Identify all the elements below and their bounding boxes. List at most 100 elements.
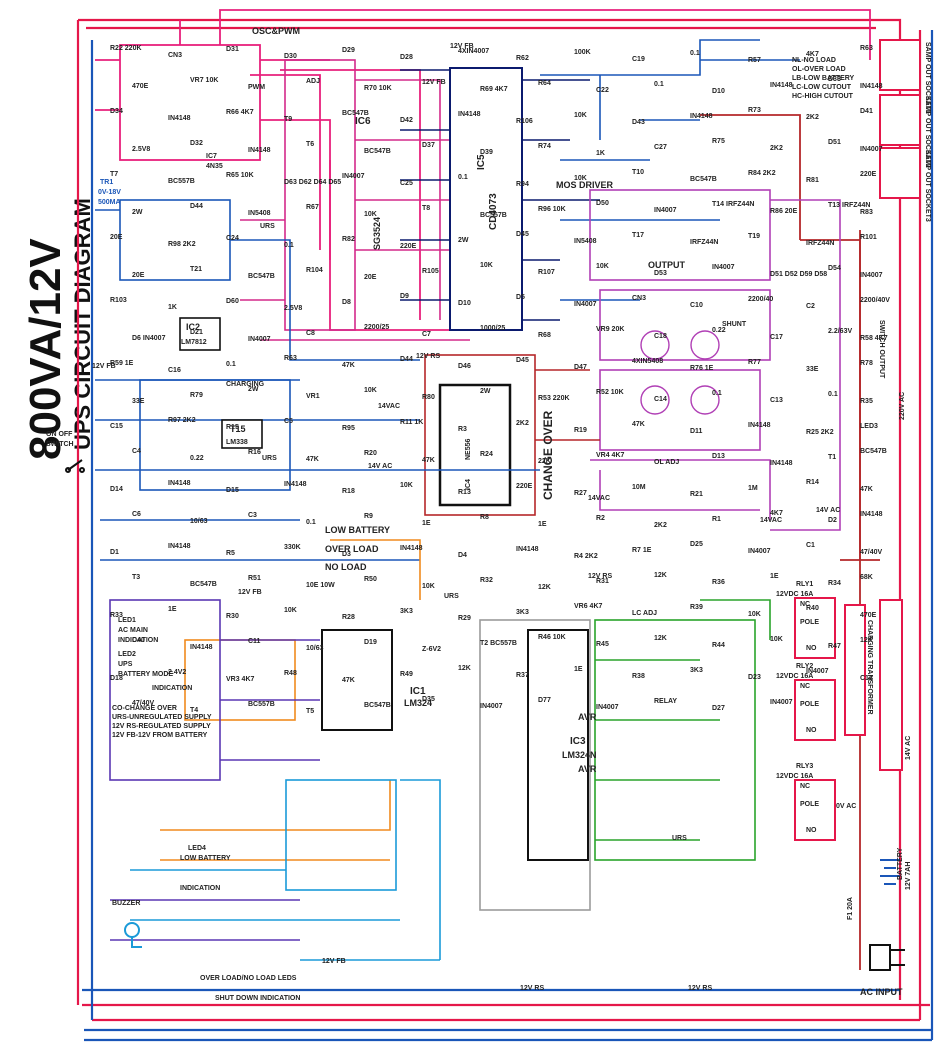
component-label: 12K	[654, 572, 667, 579]
component-label: 0.22	[190, 455, 204, 462]
on-off-label: ON OFF	[46, 431, 73, 438]
component-label: 1M	[748, 485, 758, 492]
relay-name: RLY1	[796, 581, 813, 588]
component-label: C22	[596, 87, 609, 94]
output-label: OUTPUT	[648, 260, 686, 270]
component-label: R9	[364, 513, 373, 520]
tr1-spec: 0V-18V	[98, 189, 121, 196]
component-label: VR9 20K	[596, 326, 624, 333]
component-label: D21	[190, 329, 203, 336]
socket-label: SAMP OUT SOCKET1	[924, 42, 931, 114]
component-label: C7	[422, 331, 431, 338]
component-label: R73	[748, 107, 761, 114]
component-label: 1E	[574, 666, 583, 673]
component-label: C11	[248, 638, 261, 645]
wire-urs-2: URS	[262, 455, 277, 462]
component-label: R78	[860, 360, 873, 367]
component-label: R63	[860, 45, 873, 52]
component-label: 47K	[342, 362, 355, 369]
component-label: 47K	[422, 457, 435, 464]
component-label: BC547B	[364, 148, 391, 155]
wire-14vac-3: 14VAC	[760, 517, 782, 524]
sockets	[879, 39, 921, 199]
component-label: R37	[516, 672, 529, 679]
component-label: C1	[806, 542, 815, 549]
component-label: BC547B	[690, 176, 717, 183]
component-label: C24	[226, 235, 239, 242]
component-label: 10K	[284, 607, 297, 614]
component-label: D53	[654, 270, 667, 277]
component-label: R96 10K	[538, 206, 566, 213]
relay-rating: 12VDC 16A	[776, 673, 813, 680]
component-label: 0.1	[690, 50, 700, 57]
component-label: 10E 10W	[306, 582, 335, 589]
component-label: R82	[342, 236, 355, 243]
relay-nc: NC	[800, 601, 810, 608]
component-label: 2.4V2	[168, 669, 186, 676]
relays	[794, 597, 836, 841]
component-label: 2W	[480, 388, 491, 395]
component-label: 2K2	[516, 420, 529, 427]
component-label: R86 20E	[770, 208, 798, 215]
component-label: 10M	[632, 484, 646, 491]
component-label: C13	[770, 397, 783, 404]
component-label: BC547B	[248, 273, 275, 280]
component-label: D9	[400, 293, 409, 300]
component-label: T3	[132, 574, 140, 581]
component-label: D43	[632, 119, 645, 126]
component-label: D47	[574, 364, 587, 371]
title-block: 800VA/12V UPS CIRCUIT DIAGRAM	[21, 198, 95, 460]
component-label: IN4007	[860, 272, 883, 279]
component-label: R31	[596, 578, 609, 585]
component-label: 1E	[168, 606, 177, 613]
component-label: R3	[458, 426, 467, 433]
component-label: D15	[226, 487, 239, 494]
component-label: D50	[596, 200, 609, 207]
component-label: IN4148	[168, 543, 191, 550]
component-label: R46 10K	[538, 634, 566, 641]
component-label: 2K2	[770, 145, 783, 152]
teal-wiring	[130, 779, 441, 961]
component-label: 2200/25	[364, 324, 389, 331]
component-label: R21	[690, 491, 703, 498]
component-label: D32	[190, 140, 203, 147]
component-label: C5	[284, 418, 293, 425]
component-label: IN4148	[400, 545, 423, 552]
component-label: IN4148	[248, 147, 271, 154]
component-label: D34	[110, 108, 123, 115]
socket-label: SAMP OUT SOCKET2	[924, 96, 931, 168]
relay-pole: POLE	[800, 619, 819, 626]
mosfets	[640, 330, 720, 415]
component-label: 220E	[516, 483, 533, 490]
component-label: D10	[458, 300, 471, 307]
ic6-label: IC6	[355, 116, 371, 127]
component-label: R20	[364, 450, 377, 457]
component-label: T10	[632, 169, 644, 176]
component-label: OL ADJ	[654, 459, 679, 466]
component-label: R83	[860, 209, 873, 216]
v14-label: 14V AC	[905, 736, 912, 760]
component-label: 0.22	[712, 327, 726, 334]
component-label: D29	[342, 47, 355, 54]
component-label: IN4007	[596, 704, 619, 711]
component-label: RELAY	[654, 698, 677, 705]
component-label: 10/63	[306, 645, 324, 652]
component-label: R62	[516, 55, 529, 62]
component-label: IN4007	[806, 668, 829, 675]
component-label: D4	[458, 552, 467, 559]
component-label: 20E	[110, 234, 123, 241]
component-label: PWM	[248, 84, 265, 91]
ic4-label: IC4	[465, 479, 472, 490]
component-label: D63 D62 D64 D65	[284, 179, 341, 186]
component-label: 10K	[364, 211, 377, 218]
component-label: D46	[458, 363, 471, 370]
component-label: T17	[632, 232, 644, 239]
component-label: IN4007	[654, 207, 677, 214]
component-label: R27	[574, 490, 587, 497]
wire-urs-3: URS	[444, 593, 459, 600]
ic5-label: IC5	[476, 154, 487, 170]
component-label: IN4148	[770, 82, 793, 89]
switch-label: SWITCH	[46, 441, 74, 448]
component-label: 4K7	[770, 510, 783, 517]
component-label: D25	[690, 541, 703, 548]
